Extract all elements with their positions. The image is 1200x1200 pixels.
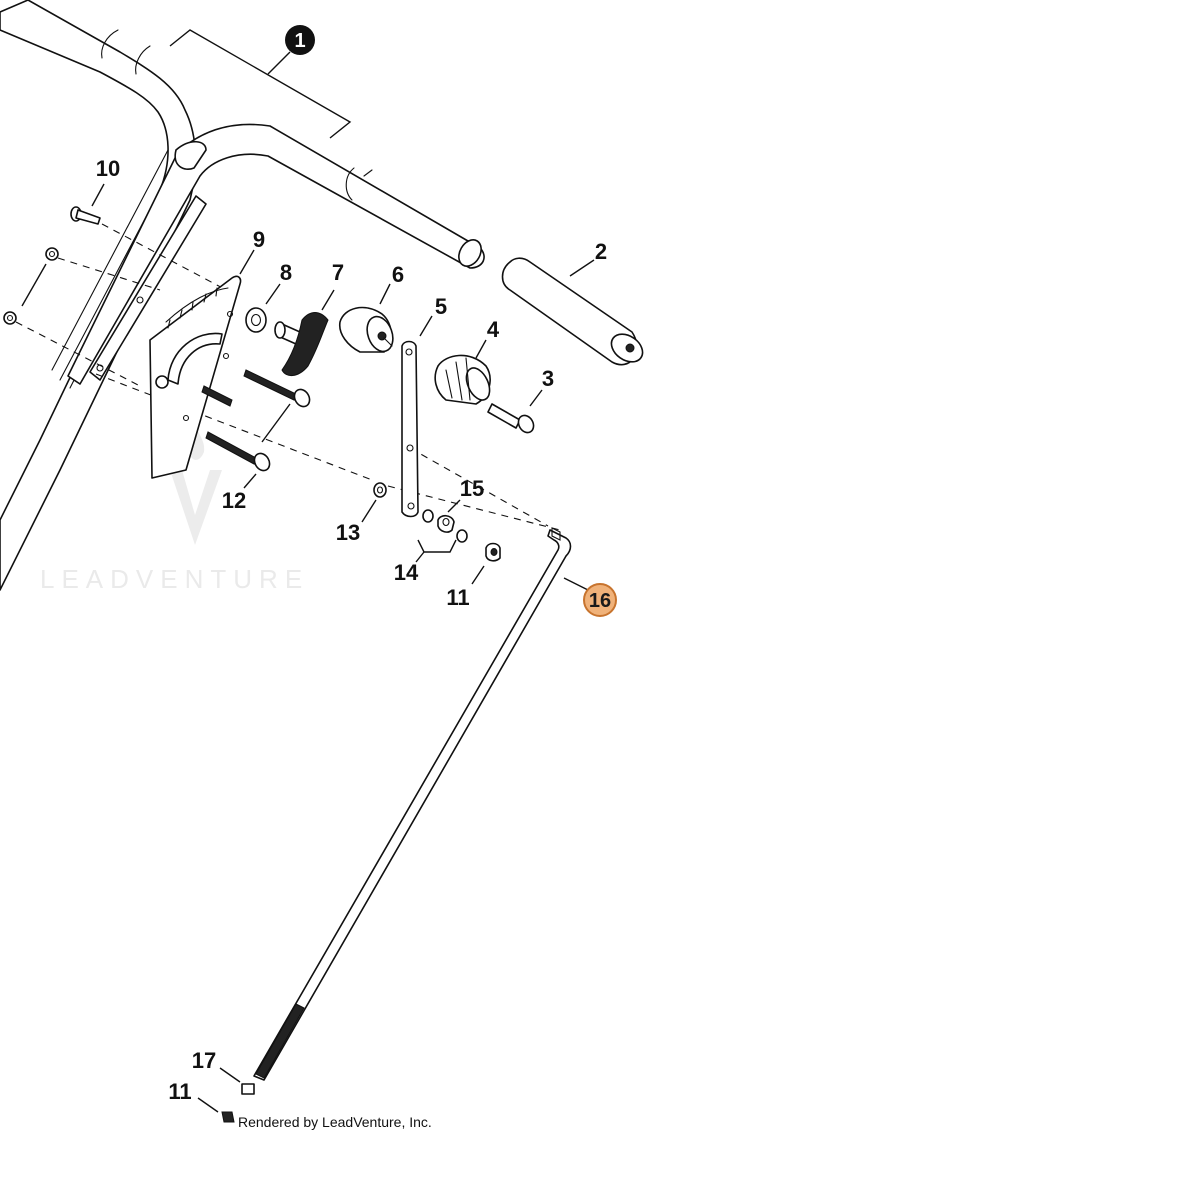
callout-16-label: 16	[589, 590, 611, 612]
callout-15: 15	[447, 476, 484, 513]
nut-part-11-lower	[221, 1111, 235, 1123]
callout-4: 4	[475, 317, 500, 359]
callout-13: 13	[336, 499, 377, 545]
angle-plate-part-9	[149, 275, 242, 479]
callout-10-label: 10	[96, 156, 120, 181]
callout-12-label: 12	[222, 488, 246, 513]
rod-part-16	[253, 527, 572, 1081]
callout-11-lower-label: 11	[168, 1079, 191, 1104]
callout-6: 6	[379, 262, 404, 305]
handle-tube	[0, 0, 485, 591]
callout-16-highlight	[583, 583, 617, 617]
render-credit: Rendered by LeadVenture, Inc.	[238, 1114, 432, 1130]
callout-17-label: 17	[192, 1048, 216, 1073]
star-knob-part-7	[274, 312, 329, 376]
callout-6-label: 6	[392, 262, 404, 287]
callout-2: 2	[569, 239, 607, 277]
ferrule-part-17	[241, 1083, 255, 1095]
strap-part-5	[401, 340, 419, 518]
callout-7-label: 7	[332, 260, 344, 285]
watermark-logo: LEADVENTURE	[40, 418, 309, 594]
callout-11-upper: 11	[446, 565, 485, 610]
callout-2-label: 2	[595, 239, 607, 264]
callout-4-label: 4	[487, 317, 500, 342]
bushing-part-8	[245, 307, 267, 333]
cap-part-4	[434, 354, 491, 405]
callout-14-label: 14	[394, 560, 419, 585]
callout-11-upper-label: 11	[446, 585, 469, 610]
callout-16: 16	[563, 577, 617, 617]
bolt-part-10	[70, 206, 101, 225]
callout-1: 1	[169, 25, 352, 139]
callout-5-label: 5	[435, 294, 447, 319]
washer-part-13	[373, 482, 387, 498]
grip-foam	[501, 257, 644, 366]
watermark-text: LEADVENTURE	[40, 564, 309, 594]
nut-left-upper	[45, 247, 59, 261]
nut-part-11-upper	[485, 542, 501, 562]
callout-15-label: 15	[460, 476, 484, 501]
callout-14: 14	[394, 539, 457, 585]
callout-8: 8	[265, 260, 292, 305]
knob-body-part-6	[338, 306, 394, 353]
callout-3: 3	[529, 366, 554, 407]
spacer-part-15	[437, 514, 455, 533]
bolt-part-3	[487, 403, 535, 434]
bolts-part-12	[201, 369, 311, 472]
callout-9-label: 9	[253, 227, 265, 252]
callout-12: 12	[222, 403, 291, 513]
callout-1-label: 1	[294, 30, 305, 52]
callout-8-label: 8	[280, 260, 292, 285]
nut-left-lower	[3, 311, 17, 325]
callout-3-label: 3	[542, 366, 554, 391]
callout-11-lower: 11	[168, 1079, 219, 1113]
callout-9: 9	[239, 227, 265, 275]
callout-7: 7	[321, 260, 344, 311]
spacers-part-14	[422, 509, 468, 543]
callout-13-label: 13	[336, 520, 360, 545]
callout-5: 5	[419, 294, 447, 337]
callout-10: 10	[91, 156, 120, 207]
callout-17: 17	[192, 1048, 241, 1083]
